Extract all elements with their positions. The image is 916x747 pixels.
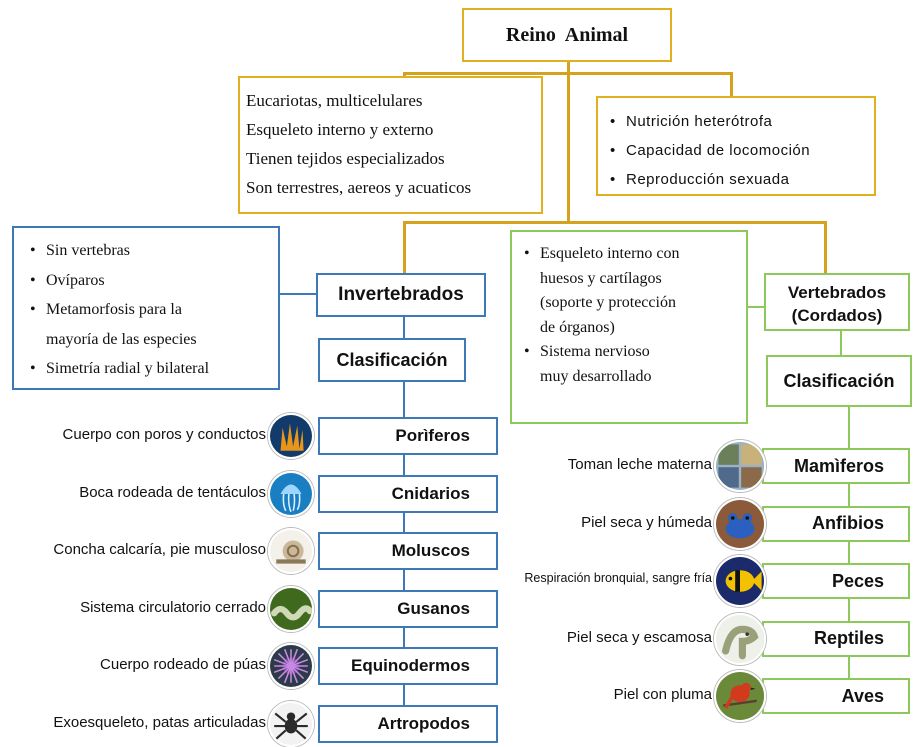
vertebrados-box: Vertebrados (Cordados): [764, 273, 910, 331]
invertebrate-category-name: Equinodermos: [350, 656, 470, 675]
fish-icon: [714, 555, 766, 607]
invertebrate-category-box: Moluscos: [318, 532, 498, 570]
snail-icon: [268, 528, 314, 574]
root-title: Reino Animal: [505, 23, 629, 46]
vertebrate-category-description: Toman leche materna: [567, 456, 712, 473]
vertebrate-category-description: Piel seca y escamosa: [566, 628, 712, 646]
vertebrados-title: Vertebrados: [787, 283, 887, 302]
characteristic-bullet: Nutrición heterótrofa: [608, 107, 874, 136]
trait-bullet: Sistema nervioso: [522, 340, 746, 365]
trait-bullet: Metamorfosis para la: [28, 295, 278, 325]
urchin-icon: [268, 643, 314, 689]
invertebrados-box: Invertebrados: [316, 273, 486, 317]
invertebrate-category-name: Moluscos: [391, 541, 470, 560]
vertebrate-category-description: Piel con pluma: [613, 686, 712, 703]
vertebrate-category-name: Peces: [831, 570, 884, 591]
characteristic-line: Eucariotas, multicelulares: [246, 91, 423, 110]
trait-bullet: Ovíparos: [28, 266, 278, 296]
trait-continuation: muy desarrollado: [540, 367, 652, 385]
invertebrate-category-name: Porìferos: [395, 426, 470, 445]
trait-continuation: de órganos): [540, 318, 615, 336]
trait-bullet: Esqueleto interno con: [522, 242, 746, 267]
invertebrados-classification-box: Clasificación: [318, 338, 466, 382]
vertebrate-category-name: Reptiles: [813, 628, 884, 648]
vertebrados-classification-box: Clasificación: [766, 355, 912, 407]
trait-bullet: Simetría radial y bilateral: [28, 354, 278, 384]
trait-continuation: (soporte y protección: [540, 294, 676, 311]
classification-label: Clasificación: [783, 370, 895, 391]
worm-icon: [268, 585, 314, 632]
vertebrate-category-box: Mamìferos: [762, 448, 910, 484]
invertebrados-title: Invertebrados: [338, 284, 464, 305]
vertebrate-category-name: Mamìferos: [793, 455, 884, 476]
mammal-icon: [714, 440, 766, 492]
trait-bullet: Sin vertebras: [28, 236, 278, 266]
characteristic-line: Esqueleto interno y externo: [246, 120, 434, 139]
trait-continuation: huesos y cartílagos: [540, 269, 662, 287]
invertebrate-category-box: Artropodos: [318, 704, 498, 743]
invertebrate-category-description: Sistema circulatorio cerrado: [80, 598, 266, 616]
characteristics-right-box: Nutrición heterótrofa Capacidad de locom…: [596, 96, 876, 196]
invertebrate-category-description: Boca rodeada de tentáculos: [79, 483, 266, 501]
vertebrados-traits-box: Esqueleto interno con huesos y cartílago…: [510, 230, 748, 424]
vertebrate-category-box: Reptiles: [762, 620, 910, 657]
vertebrate-category-name: Aves: [841, 685, 884, 706]
trait-continuation: mayoría de las especies: [46, 330, 197, 348]
characteristic-bullet: Capacidad de locomoción: [608, 136, 874, 165]
vertebrate-category-box: Aves: [762, 678, 910, 714]
vertebrate-category-description: Piel seca y húmeda: [581, 513, 712, 531]
vertebrate-category-box: Anfibios: [762, 505, 910, 542]
characteristic-line: Tienen tejidos especializados: [246, 149, 445, 168]
invertebrate-category-description: Concha calcaría, pie musculoso: [53, 541, 266, 558]
invertebrate-category-box: Equinodermos: [318, 647, 498, 685]
characteristic-line: Son terrestres, aereos y acuaticos: [246, 178, 472, 197]
invertebrate-category-name: Artropodos: [377, 713, 470, 733]
spider-icon: [268, 700, 314, 747]
invertebrate-category-description: Cuerpo rodeado de púas: [100, 656, 266, 673]
bird-icon: [714, 670, 766, 722]
vertebrate-category-description: Respiración bronquial, sangre fría: [524, 571, 712, 585]
characteristic-bullet: Reproducción sexuada: [608, 165, 874, 194]
jellyfish-icon: [268, 470, 314, 517]
invertebrate-category-box: Cnidarios: [318, 474, 498, 513]
invertebrados-traits-box: Sin vertebras Ovíparos Metamorfosis para…: [12, 226, 280, 390]
invertebrate-category-box: Porìferos: [318, 417, 498, 455]
iguana-icon: [714, 612, 766, 665]
root-box: Reino Animal: [462, 8, 672, 62]
invertebrate-category-name: Gusanos: [397, 598, 470, 618]
frog-icon: [714, 497, 766, 550]
sponge-icon: [268, 413, 314, 459]
classification-label: Clasificación: [336, 349, 448, 370]
characteristics-left-box: Eucariotas, multicelulares Esqueleto int…: [238, 76, 543, 214]
vertebrate-category-box: Peces: [762, 563, 910, 599]
invertebrate-category-description: Cuerpo con poros y conductos: [62, 426, 266, 443]
vertebrate-category-name: Anfibios: [812, 513, 884, 533]
vertebrados-subtitle: (Cordados): [791, 306, 883, 325]
invertebrate-category-name: Cnidarios: [391, 483, 470, 503]
invertebrate-category-description: Exoesqueleto, patas articuladas: [53, 713, 266, 731]
invertebrate-category-box: Gusanos: [318, 589, 498, 628]
